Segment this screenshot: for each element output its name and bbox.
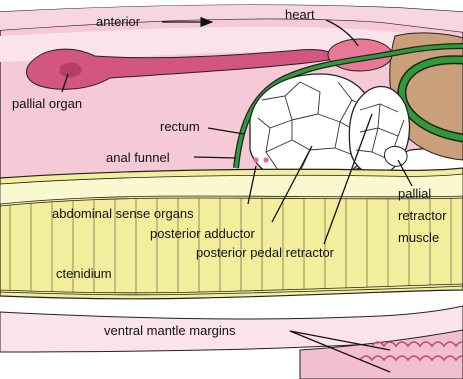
label-ctenidium: ctenidium [56,266,112,281]
label-pallial-organ: pallial organ [12,96,82,111]
label-anal-funnel: anal funnel [106,150,170,165]
label-pallial-retractor-muscle-2: retractor [398,208,447,223]
label-rectum: rectum [160,119,200,134]
label-anterior: anterior [96,14,141,29]
label-posterior-adductor: posterior adductor [150,226,255,241]
abdominal-sense-organ [253,157,258,162]
abdominal-sense-organ [263,157,268,162]
label-pallial-retractor-muscle-1: pallial [398,186,431,201]
label-ventral-mantle-margins: ventral mantle margins [104,323,236,338]
label-pallial-retractor-muscle-3: muscle [398,230,439,245]
label-posterior-pedal-retractor: posterior pedal retractor [196,245,335,260]
pallial-retractor-muscle [384,146,407,166]
label-abdominal-sense-organs: abdominal sense organs [52,206,194,221]
label-heart: heart [285,7,315,22]
